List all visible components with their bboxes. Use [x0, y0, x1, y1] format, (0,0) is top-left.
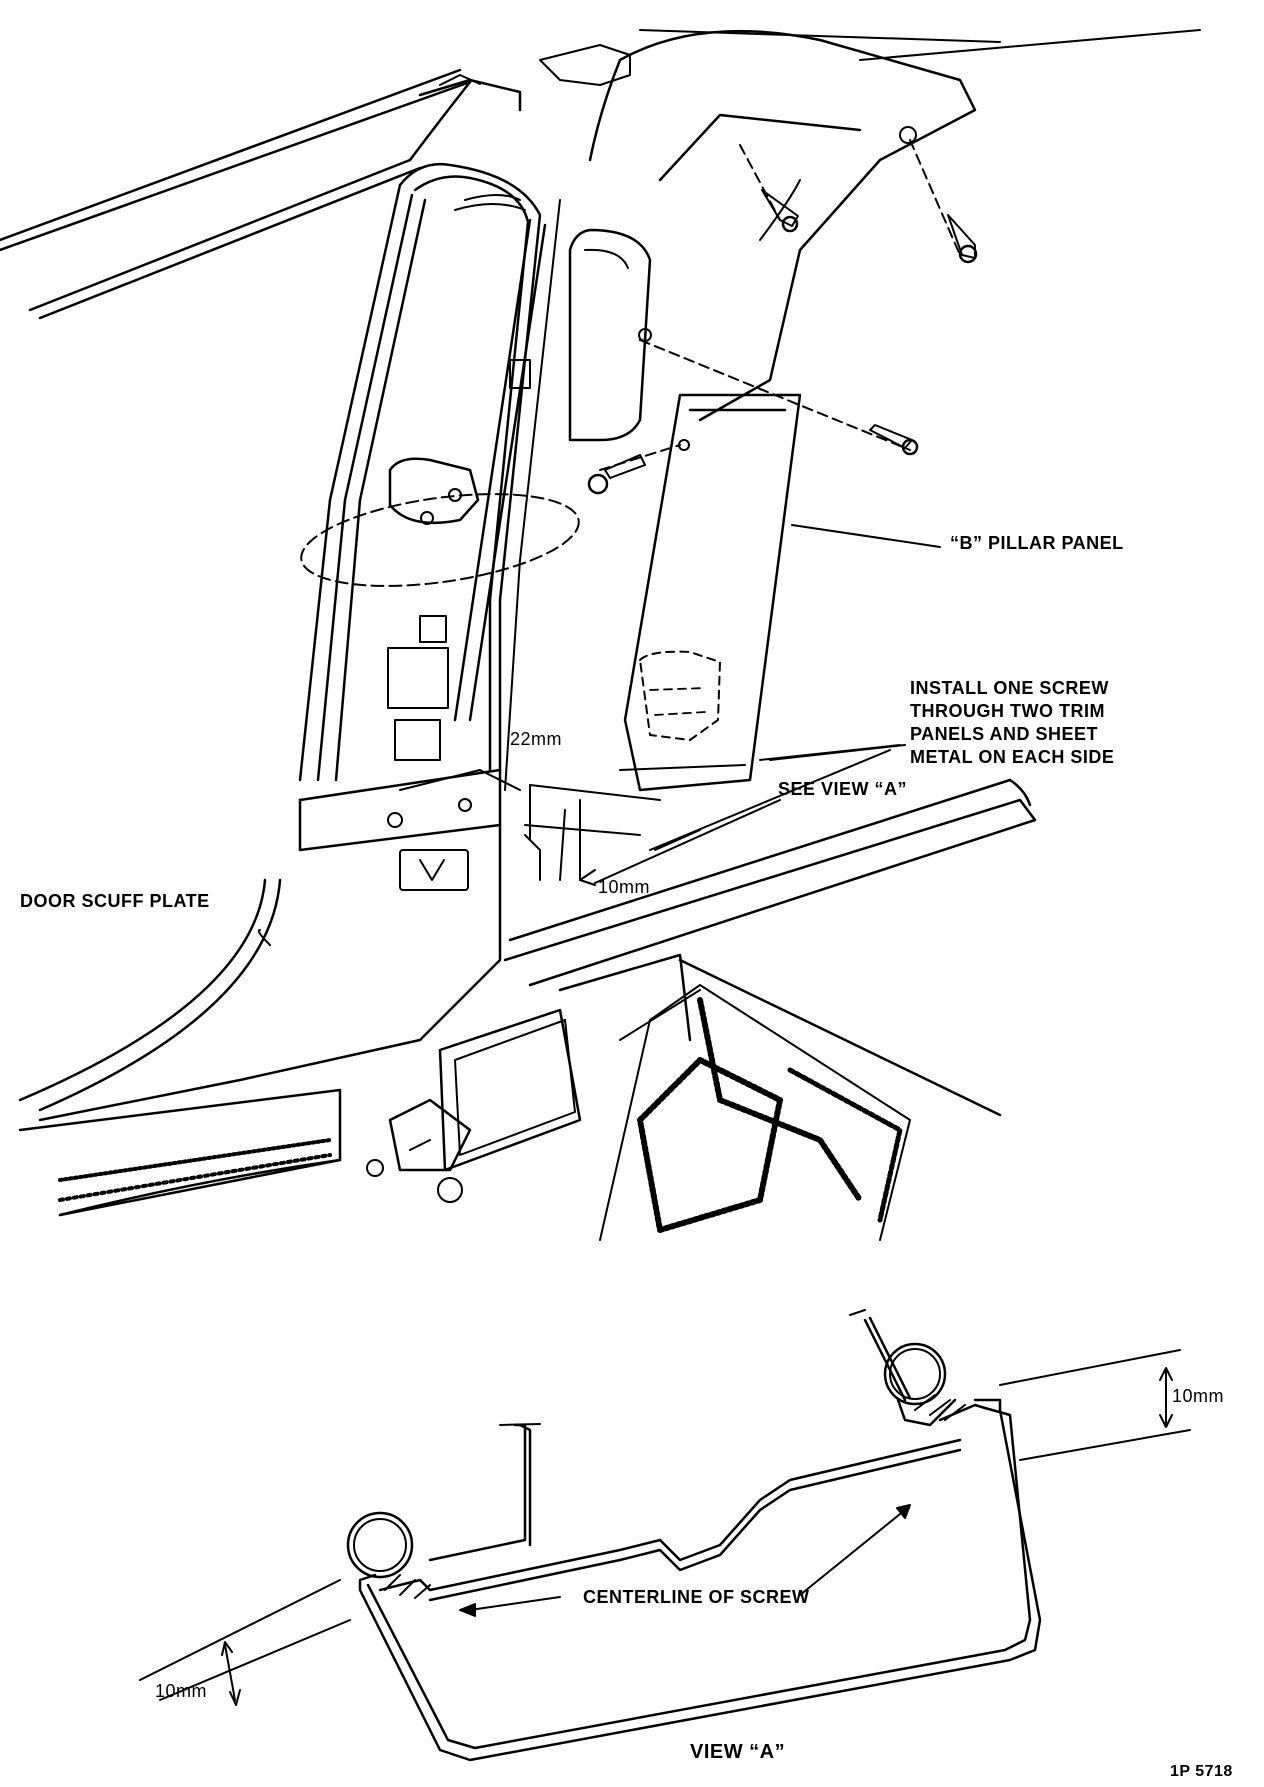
figure-code: 1P 5718	[1170, 1763, 1233, 1780]
roof-rail	[0, 68, 522, 320]
door-scuff-plate	[18, 768, 502, 1122]
belt-guide-trim	[568, 228, 652, 442]
install-note-label: INSTALL ONE SCREW THROUGH TWO TRIM PANEL…	[910, 678, 1115, 768]
floor-carpet-right	[599, 958, 1002, 1241]
screw-upper-right	[909, 139, 978, 264]
centerline-of-screw-label: CENTERLINE OF SCREW	[583, 1587, 810, 1607]
door-scuff-plate-label: DOOR SCUFF PLATE	[20, 891, 210, 911]
screw-right	[639, 339, 919, 456]
b-pillar-inner-metal	[298, 162, 561, 791]
view-a-caption: VIEW “A”	[690, 1741, 786, 1763]
upper-pillar-trim	[539, 29, 1201, 422]
view-a-section	[346, 1309, 1042, 1762]
dimension-22mm-label: 22mm	[510, 729, 563, 749]
view-a-dimensions	[139, 1349, 1191, 1706]
anchor-bracket	[300, 457, 580, 587]
dimension-10mm-right-label: 10mm	[1172, 1386, 1225, 1406]
b-pillar-panel-label: “B” PILLAR PANEL	[950, 533, 1124, 553]
seat-belt-buckle	[366, 1098, 472, 1203]
dimension-10mm-left-label: 10mm	[155, 1681, 208, 1701]
seat-belt-strap	[419, 218, 547, 722]
dimension-10mm-upper-label: 10mm	[598, 877, 651, 897]
floor-carpet-left	[18, 1088, 342, 1217]
see-view-a-label: SEE VIEW “A”	[778, 779, 908, 799]
lower-pillar-details	[387, 647, 521, 791]
leader-lines-upper	[257, 524, 941, 946]
upper-dimensions	[524, 784, 661, 886]
b-pillar-panel	[619, 393, 802, 792]
screw-upper-center	[739, 144, 799, 233]
rocker-sill	[438, 778, 1037, 1172]
screw-left	[587, 444, 681, 495]
